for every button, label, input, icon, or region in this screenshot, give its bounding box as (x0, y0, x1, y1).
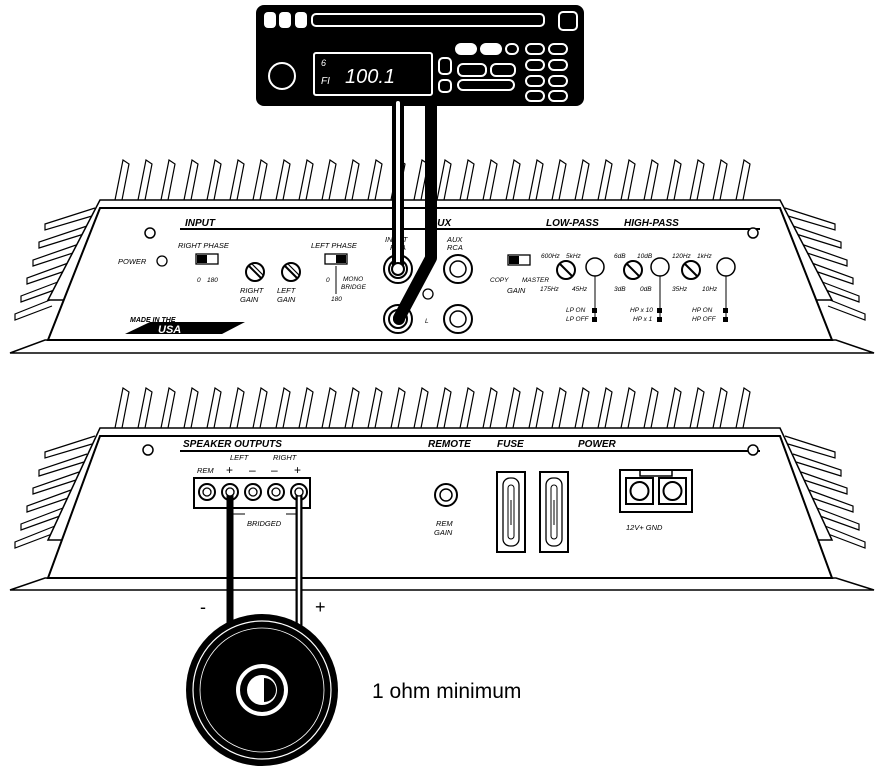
left-output-label: LEFT (230, 453, 250, 462)
impedance-note: 1 ohm minimum (372, 680, 521, 703)
aux-rca-label-2: RCA (447, 243, 463, 252)
lp-on-label: LP ON (566, 307, 586, 314)
power-led (156, 255, 168, 267)
mounting-hole (747, 227, 759, 239)
remote-title: REMOTE (428, 439, 471, 450)
aux-rca-jack-right[interactable] (443, 254, 473, 284)
power-terminal-block[interactable] (619, 469, 693, 513)
copy-label: COPY (490, 277, 509, 284)
hp-120-label: 120Hz (672, 253, 692, 260)
aux-section-title: AUX (429, 218, 452, 229)
rca-cables (391, 97, 437, 325)
hp-10-label: 10Hz (702, 286, 718, 293)
bridge-label: BRIDGE (341, 284, 367, 291)
left-gain-label: LEFT (277, 286, 297, 295)
left-gain-knob[interactable] (281, 262, 301, 282)
lp-175-label: 175Hz (540, 286, 560, 293)
aux-rca-jack-left[interactable] (443, 304, 473, 334)
high-pass-section-title: HIGH-PASS (624, 218, 679, 229)
left-phase-label: LEFT PHASE (311, 241, 358, 250)
right-phase-label: RIGHT PHASE (178, 241, 230, 250)
hp-x10-label: HP x 10 (630, 307, 653, 314)
db3-label: 3dB (614, 286, 626, 293)
fuse-title: FUSE (497, 439, 524, 450)
fuse-2[interactable] (539, 471, 569, 553)
db0-label: 0dB (640, 286, 652, 293)
left-channel-label: L (425, 318, 429, 325)
preset-number: 6 (321, 58, 326, 68)
subwoofer-speaker (186, 614, 338, 766)
right-minus-label: – (271, 463, 278, 477)
input-section-title: INPUT (185, 218, 216, 229)
db10-label: 10dB (637, 253, 653, 260)
cd-slot (311, 13, 545, 27)
aux-rca-label: AUX (446, 235, 463, 244)
made-in-usa-logo: MADE IN THE USA (125, 317, 245, 336)
lp-off-label: LP OFF (566, 316, 590, 323)
power-led-label: POWER (118, 257, 147, 266)
bottom-amplifier: SPEAKER OUTPUTS REMOTE FUSE POWER LEFT R… (9, 427, 875, 591)
top-amplifier: INPUT AUX LOW-PASS HIGH-PASS POWER RIGHT… (9, 199, 875, 354)
mounting-hole (144, 227, 156, 239)
frequency-readout: 100.1 (345, 66, 395, 88)
speaker-minus-label: - (200, 597, 206, 617)
gain-label: GAIN (507, 286, 526, 295)
volume-knob[interactable] (268, 62, 296, 90)
master-label: MASTER (522, 277, 549, 284)
mounting-hole (142, 444, 154, 456)
head-unit-buttons[interactable] (438, 43, 568, 102)
hp-on-off-button[interactable] (716, 257, 736, 277)
low-pass-frequency-knob[interactable] (556, 260, 576, 280)
right-gain-label-2: GAIN (240, 295, 259, 304)
hp-off-label: HP OFF (692, 316, 717, 323)
right-gain-knob[interactable] (245, 262, 265, 282)
bridged-label: BRIDGED (247, 519, 282, 528)
right-output-label: RIGHT (273, 453, 298, 462)
hp-on-label: HP ON (692, 307, 713, 314)
head-unit-display (313, 52, 433, 96)
db6-label: 6dB (614, 253, 626, 260)
left-minus-label: – (249, 463, 256, 477)
fuse-1[interactable] (496, 471, 526, 553)
hp-multiplier-button[interactable] (650, 257, 670, 277)
rem-gain-label-2: GAIN (434, 528, 453, 537)
left-phase-0: 0 (326, 277, 330, 284)
slope-knob[interactable] (623, 260, 643, 280)
heatsink-fins (14, 387, 866, 549)
left-phase-180: 180 (331, 296, 342, 303)
speaker-plus-label: + (315, 597, 326, 617)
mono-label: MONO (343, 276, 363, 283)
right-gain-label: RIGHT (240, 286, 265, 295)
lp-600-label: 600Hz (541, 253, 561, 260)
lp-on-off-button[interactable] (585, 257, 605, 277)
right-plus-label: + (294, 463, 301, 477)
right-phase-180: 180 (207, 277, 218, 284)
hp-x1-label: HP x 1 (633, 316, 653, 323)
low-pass-section-title: LOW-PASS (546, 218, 599, 229)
rem-gain-label: REM (436, 519, 453, 528)
rem-terminal-label: REM (197, 466, 214, 475)
hp-1k-label: 1kHz (697, 253, 713, 260)
svg-text:USA: USA (158, 324, 181, 336)
lp-5k-label: 5kHz (566, 253, 582, 260)
right-phase-0: 0 (197, 277, 201, 284)
head-unit: 6 FI 100.1 (256, 5, 584, 106)
lp-45-label: 45Hz (572, 286, 588, 293)
aux-led (422, 288, 434, 300)
band-indicator: FI (321, 76, 330, 87)
svg-text:MADE IN THE: MADE IN THE (130, 317, 176, 324)
hp-35-label: 35Hz (672, 286, 688, 293)
high-pass-frequency-knob[interactable] (681, 260, 701, 280)
speaker-outputs-title: SPEAKER OUTPUTS (183, 439, 282, 450)
left-gain-label-2: GAIN (277, 295, 296, 304)
eject-button[interactable] (558, 11, 578, 31)
power-terminal-label: 12V+ GND (626, 523, 663, 532)
left-plus-label: + (226, 463, 233, 477)
remote-gain-jack[interactable] (434, 483, 458, 507)
mounting-hole (747, 444, 759, 456)
power-title: POWER (578, 439, 617, 450)
